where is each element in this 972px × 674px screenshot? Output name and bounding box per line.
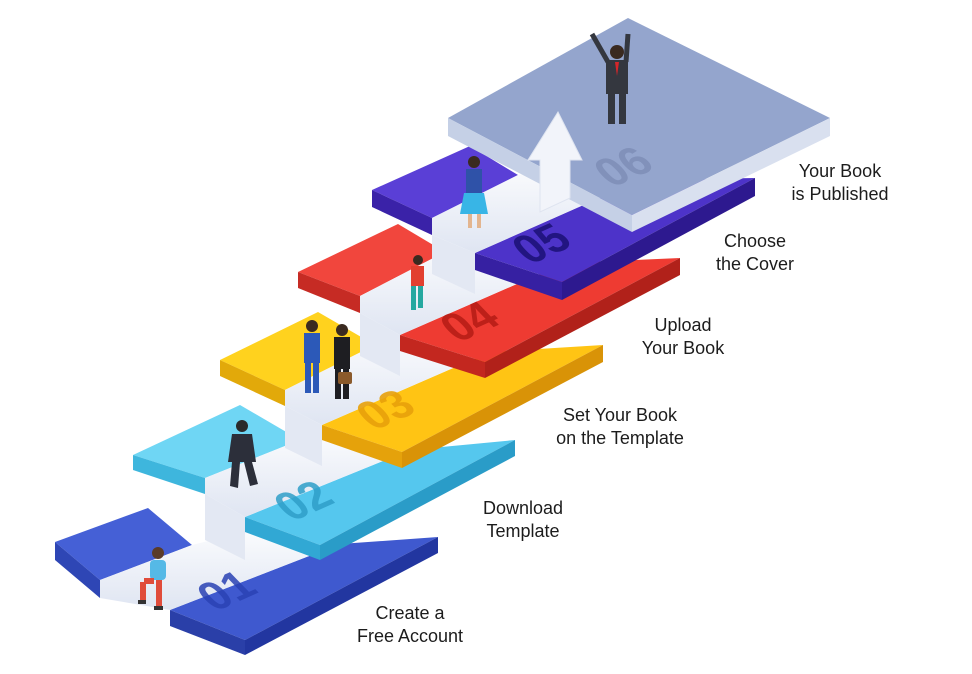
step-4-riser bbox=[432, 235, 475, 294]
step-5-left-top bbox=[372, 146, 518, 218]
person-sitting-icon bbox=[138, 547, 166, 610]
people-handshake-icon bbox=[304, 320, 352, 399]
step-3-label: Set Your Book on the Template bbox=[540, 404, 700, 450]
step-4-right-side bbox=[485, 258, 680, 378]
step-5-left-front bbox=[372, 190, 432, 235]
step-1-label-line1: Create a bbox=[375, 603, 445, 623]
step-5-label-line1: Choose bbox=[723, 231, 787, 251]
person-walking-icon bbox=[228, 420, 258, 488]
step-5-right-side bbox=[562, 178, 755, 300]
step-3-right-top bbox=[322, 345, 603, 452]
step-6-label-line1: Your Book bbox=[798, 161, 882, 181]
step-5-label-line2: the Cover bbox=[715, 254, 795, 274]
step-2-riser bbox=[285, 406, 322, 466]
step-4-left-top bbox=[298, 224, 445, 296]
step-6-front-right bbox=[632, 118, 830, 232]
step-2-left-front bbox=[133, 455, 205, 494]
step-1-left-top bbox=[55, 508, 192, 580]
step-2-label-line1: Download bbox=[482, 498, 564, 518]
person-celebrating-icon bbox=[589, 32, 631, 124]
step-3-label-line2: on the Template bbox=[556, 428, 684, 448]
step-3-right-side bbox=[402, 345, 603, 468]
step-1-right-front bbox=[170, 610, 245, 655]
step-1-label-line2: Free Account bbox=[356, 626, 464, 646]
step-4-right-top bbox=[400, 258, 680, 362]
step-3-left-front bbox=[220, 360, 285, 406]
step-3-riser bbox=[360, 313, 400, 376]
step-3-right-front bbox=[322, 425, 402, 468]
step-1-riser bbox=[205, 494, 245, 560]
step-5-label: Choose the Cover bbox=[700, 230, 810, 276]
step-6-label-line2: is Published bbox=[791, 184, 889, 204]
step-2-right-front bbox=[245, 517, 320, 560]
step-1-right-top bbox=[170, 537, 438, 640]
person-woman-icon bbox=[460, 156, 488, 228]
step-1-right-side bbox=[245, 537, 438, 655]
step-4-label: Upload Your Book bbox=[628, 314, 738, 360]
step-4-label-line2: Your Book bbox=[641, 338, 725, 358]
step-2-right-side bbox=[320, 440, 515, 560]
up-arrow-icon bbox=[527, 110, 583, 213]
step-2-left-top bbox=[133, 405, 300, 478]
step-4-right-front bbox=[400, 335, 485, 378]
person-climbing-icon bbox=[411, 255, 424, 310]
step-3-label-line1: Set Your Book bbox=[562, 405, 678, 425]
step-2-label-line2: Template bbox=[486, 521, 560, 541]
step-1-label: Create a Free Account bbox=[345, 602, 475, 648]
step-4-left-front bbox=[298, 272, 360, 313]
step-2-label: Download Template bbox=[468, 497, 578, 543]
step-1-left-front bbox=[55, 542, 100, 598]
step-6-label: Your Book is Published bbox=[775, 160, 905, 206]
step-5-right-front bbox=[475, 253, 562, 300]
step-2-right-top bbox=[245, 440, 515, 545]
step-4-label-line1: Upload bbox=[654, 315, 712, 335]
